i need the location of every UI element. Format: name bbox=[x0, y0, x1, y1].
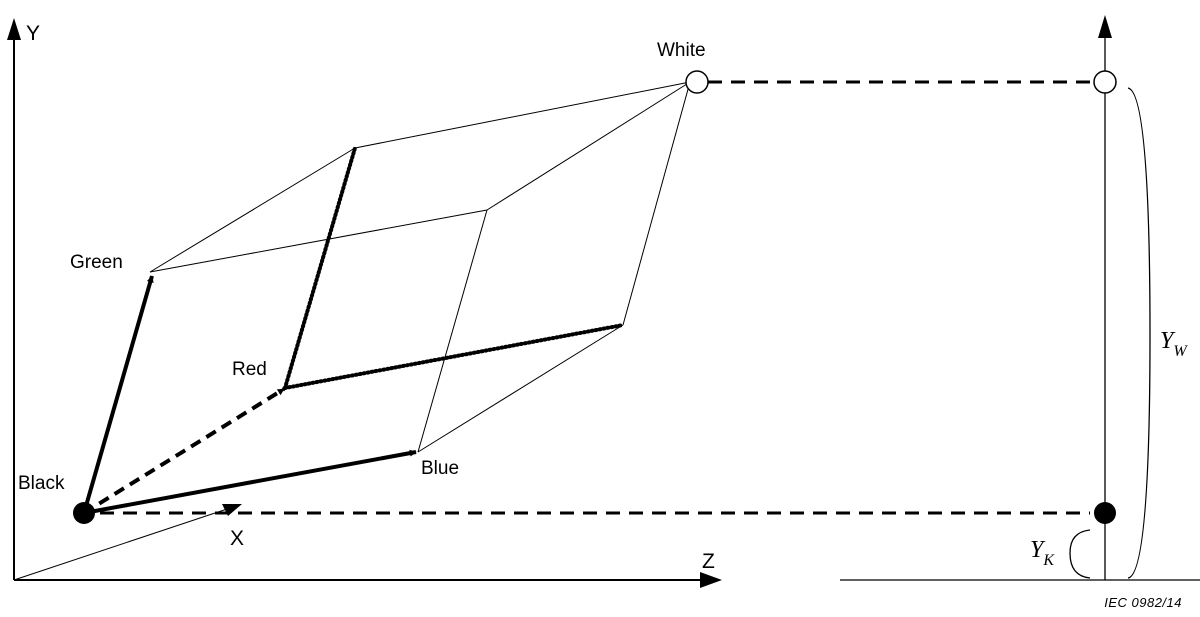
figure-credit: IEC 0982/14 bbox=[1104, 595, 1182, 610]
white-luminance-point bbox=[1093, 70, 1117, 94]
black-label: Black bbox=[18, 473, 65, 494]
yk-label: YK bbox=[1030, 537, 1055, 569]
z-axis-arrowhead bbox=[700, 572, 722, 588]
y-axis-arrowhead bbox=[7, 18, 21, 40]
white-point bbox=[685, 70, 709, 94]
black-luminance-point bbox=[1094, 502, 1116, 524]
yw-bracket bbox=[1127, 87, 1151, 579]
x-axis bbox=[13, 507, 231, 581]
blue-label: Blue bbox=[421, 458, 459, 479]
z-axis-label: Z bbox=[702, 550, 715, 573]
green-label: Green bbox=[70, 252, 123, 273]
yk-bracket bbox=[1069, 529, 1091, 579]
white-label: White bbox=[657, 40, 706, 61]
y-axis-label: Y bbox=[26, 22, 40, 45]
red-vector bbox=[82, 387, 286, 515]
green-vector bbox=[82, 275, 154, 514]
cube-hidden-edges bbox=[283, 146, 625, 390]
blue-vector bbox=[83, 449, 417, 515]
x-axis-label: X bbox=[230, 527, 244, 550]
red-label: Red bbox=[232, 359, 267, 380]
luminance-axis-arrowhead bbox=[1098, 15, 1112, 38]
cube-edges bbox=[149, 81, 691, 453]
yw-label: YW bbox=[1160, 328, 1188, 360]
black-point bbox=[73, 502, 95, 524]
